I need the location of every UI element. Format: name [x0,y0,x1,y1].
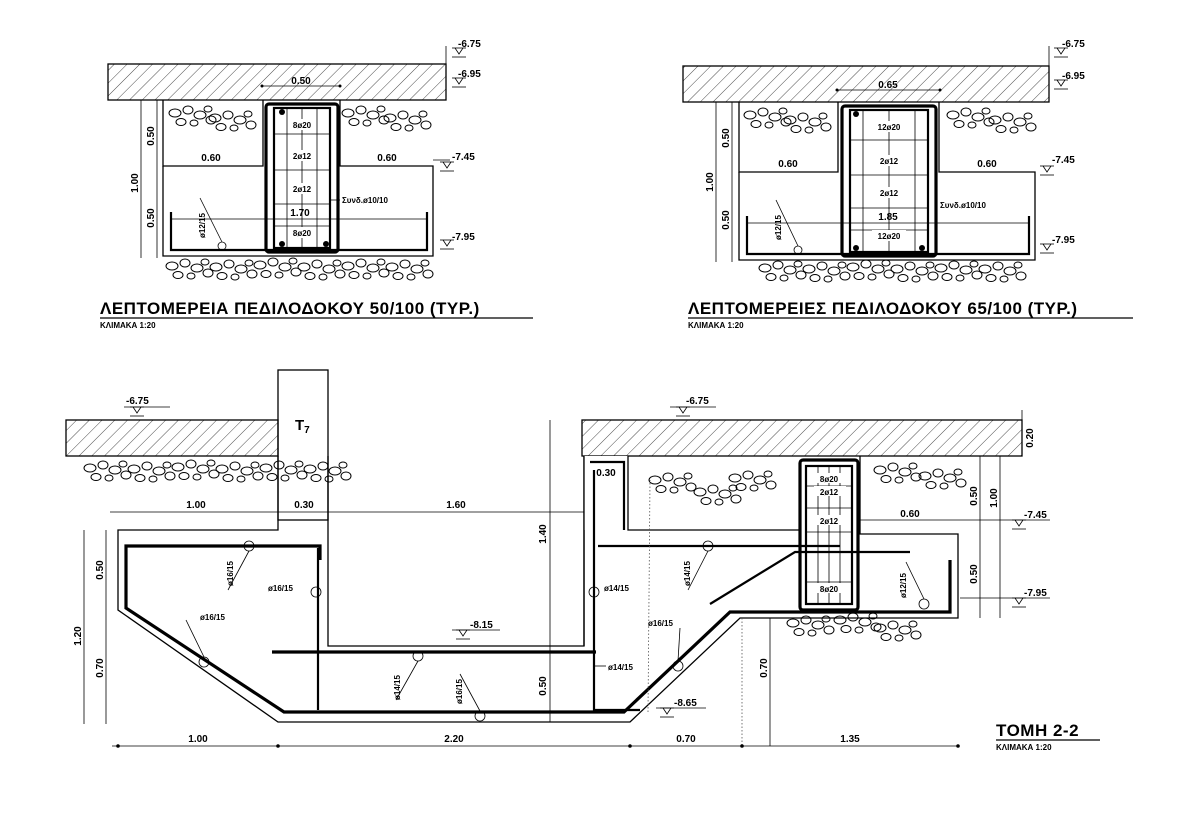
dim-label: 0.60 [900,509,920,520]
detail-2: -6.75 -6.95 12ø20 2ø12 2ø12 12ø20 ø12/15… [682,39,1133,330]
rebar-label: 8ø20 [820,585,839,594]
beam-stirrup [840,104,938,258]
dim-label: 0.70 [759,658,770,678]
detail-title: ΛΕΠΤΟΜΕΡΕΙΕΣ ΠΕΔΙΛΟΔΟΚΟΥ 65/100 (TYP.) [688,299,1078,318]
level-label: -6.75 [686,396,709,407]
dim-label: 0.20 [1025,428,1036,448]
level-label: -6.75 [126,396,149,407]
level-label: -7.45 [1024,510,1047,521]
rebar-label: 2ø12 [820,517,839,526]
rebar-label: 12ø20 [878,232,901,241]
level-label: -6.75 [1062,39,1085,50]
dim-label: 1.60 [446,500,466,511]
level-label: -7.95 [452,232,475,243]
rebar-label: 2ø12 [880,189,899,198]
dim-label: 0.30 [294,500,314,511]
level-label: -6.95 [1062,71,1085,82]
level-label: -7.95 [1024,588,1047,599]
level-marker: -6.75 -6.95 [445,39,481,96]
bottom-rebar [124,544,952,714]
dim-label: 0.50 [95,560,106,580]
dim-label: 0.65 [878,80,898,91]
slab-2 [682,65,1050,103]
dim-label: 0.70 [676,734,696,745]
section-beam [798,458,860,612]
stirrup-label: Συνδ.ø10/10 [940,201,986,210]
rebar-label: 2ø12 [880,157,899,166]
dim-label: 0.50 [146,126,157,146]
slab-1 [107,63,447,101]
dim-label: 0.60 [977,159,997,170]
level-label: -8.15 [470,620,493,631]
dim-label: 1.00 [989,488,1000,508]
dim-label: 0.50 [721,210,732,230]
dim-label: 0.50 [721,128,732,148]
rebar-label: 8ø20 [293,121,312,130]
rebar-label: 2ø12 [293,185,312,194]
slab-left [65,419,279,457]
bar-label: ø16/15 [200,613,225,622]
stirrup-label: Συνδ.ø10/10 [342,196,388,205]
dim-label: 1.00 [130,173,141,193]
dim-label: 0.50 [538,676,549,696]
bar-label: ø16/15 [226,561,235,586]
column-t7 [277,369,329,521]
scale-label: ΚΛΙΜΑΚΑ 1:20 [688,321,744,330]
bar-label: ø14/15 [604,584,629,593]
dim-label: 1.00 [705,172,716,192]
bar-label: ø16/15 [455,679,464,704]
bar-label: ø12/15 [899,573,908,598]
dim-label: 2.20 [444,734,464,745]
slab-right [581,419,1023,457]
dim-label: 1.40 [538,524,549,544]
dim-label: 1.85 [878,212,898,223]
level-label: -6.95 [458,69,481,80]
rebar-label: 2ø12 [820,488,839,497]
beam-stirrup [264,102,340,254]
dim-label: 1.35 [840,734,860,745]
rebar-label: 2ø12 [293,152,312,161]
dim-label: 0.50 [291,76,311,87]
dim-label: 0.50 [969,564,980,584]
detail-title: ΛΕΠΤΟΜΕΡΕΙΑ ΠΕΔΙΛΟΔΟΚΟΥ 50/100 (TYP.) [100,299,480,318]
bar-label: ø12/15 [198,213,207,238]
scale-label: ΚΛΙΜΑΚΑ 1:20 [996,743,1052,752]
level-label: -8.65 [674,698,697,709]
column-label: T7 [295,417,310,436]
dim-label: 0.60 [377,153,397,164]
bar-label: ø16/15 [268,584,293,593]
level-label: -6.75 [458,39,481,50]
section-2-2: T7 -6.75 -6.75 8ø20 2ø12 2ø12 [65,369,1100,752]
dim-label: 0.70 [95,658,106,678]
bar-label: ø14/15 [393,675,402,700]
footing-outline [117,456,959,723]
bar-label: ø14/15 [683,561,692,586]
scale-label: ΚΛΙΜΑΚΑ 1:20 [100,321,156,330]
bar-label: ø16/15 [648,619,673,628]
level-label: -7.45 [1052,155,1075,166]
dim-label: 1.00 [188,734,208,745]
rebar-label: 8ø20 [820,475,839,484]
dim-label: 1.20 [73,626,84,646]
dim-label: 0.60 [778,159,798,170]
dim-label: 0.60 [201,153,221,164]
dim-label: 1.70 [290,208,310,219]
dim-label: 1.00 [186,500,206,511]
rebar-label: 12ø20 [878,123,901,132]
dim-label: 0.50 [146,208,157,228]
level-label: -7.45 [452,152,475,163]
rebar-label: 8ø20 [293,229,312,238]
level-label: -7.95 [1052,235,1075,246]
dim-label: 0.50 [969,486,980,506]
dim-label: 0.30 [596,468,616,479]
bar-label: ø12/15 [774,215,783,240]
section-title: ΤΟΜΗ 2-2 [996,721,1079,740]
bar-label: ø14/15 [608,663,633,672]
detail-1: -6.75 -6.95 8ø20 2ø12 2ø12 8ø20 [100,39,533,330]
